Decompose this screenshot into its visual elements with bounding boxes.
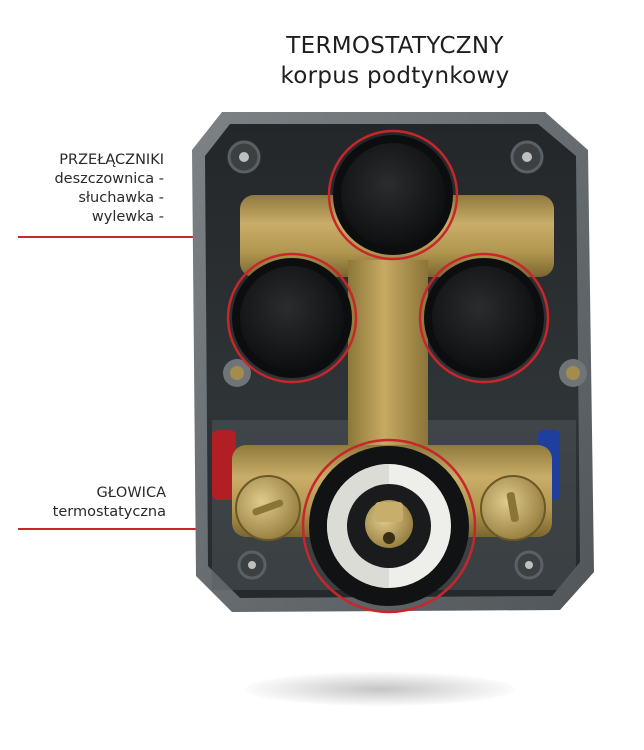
thermostatic-head-callout-label: GŁOWICA termostatyczna [53,484,166,522]
thermostatic-head-heading: GŁOWICA [96,485,166,501]
product-title: TERMOSTATYCZNY [286,33,504,59]
thermostatic-head-subheading: termostatyczna [52,504,166,520]
switch-cap-spout [418,252,550,384]
switch-cap-rain-shower [327,129,459,261]
product-subtitle: korpus podtynkowy [280,63,510,89]
switch-item-rain-shower: deszczownica - [54,171,164,187]
switch-item-hand-shower: słuchawka - [78,190,164,206]
switch-cap-hand-shower [226,252,358,384]
thermostatic-cartridge [301,438,477,614]
switches-callout-label: PRZEŁĄCZNIKI deszczownica - słuchawka - … [54,151,164,227]
product-floor-shadow [245,672,515,706]
switch-item-spout: wylewka - [91,209,164,225]
switches-heading: PRZEŁĄCZNIKI [59,152,164,168]
